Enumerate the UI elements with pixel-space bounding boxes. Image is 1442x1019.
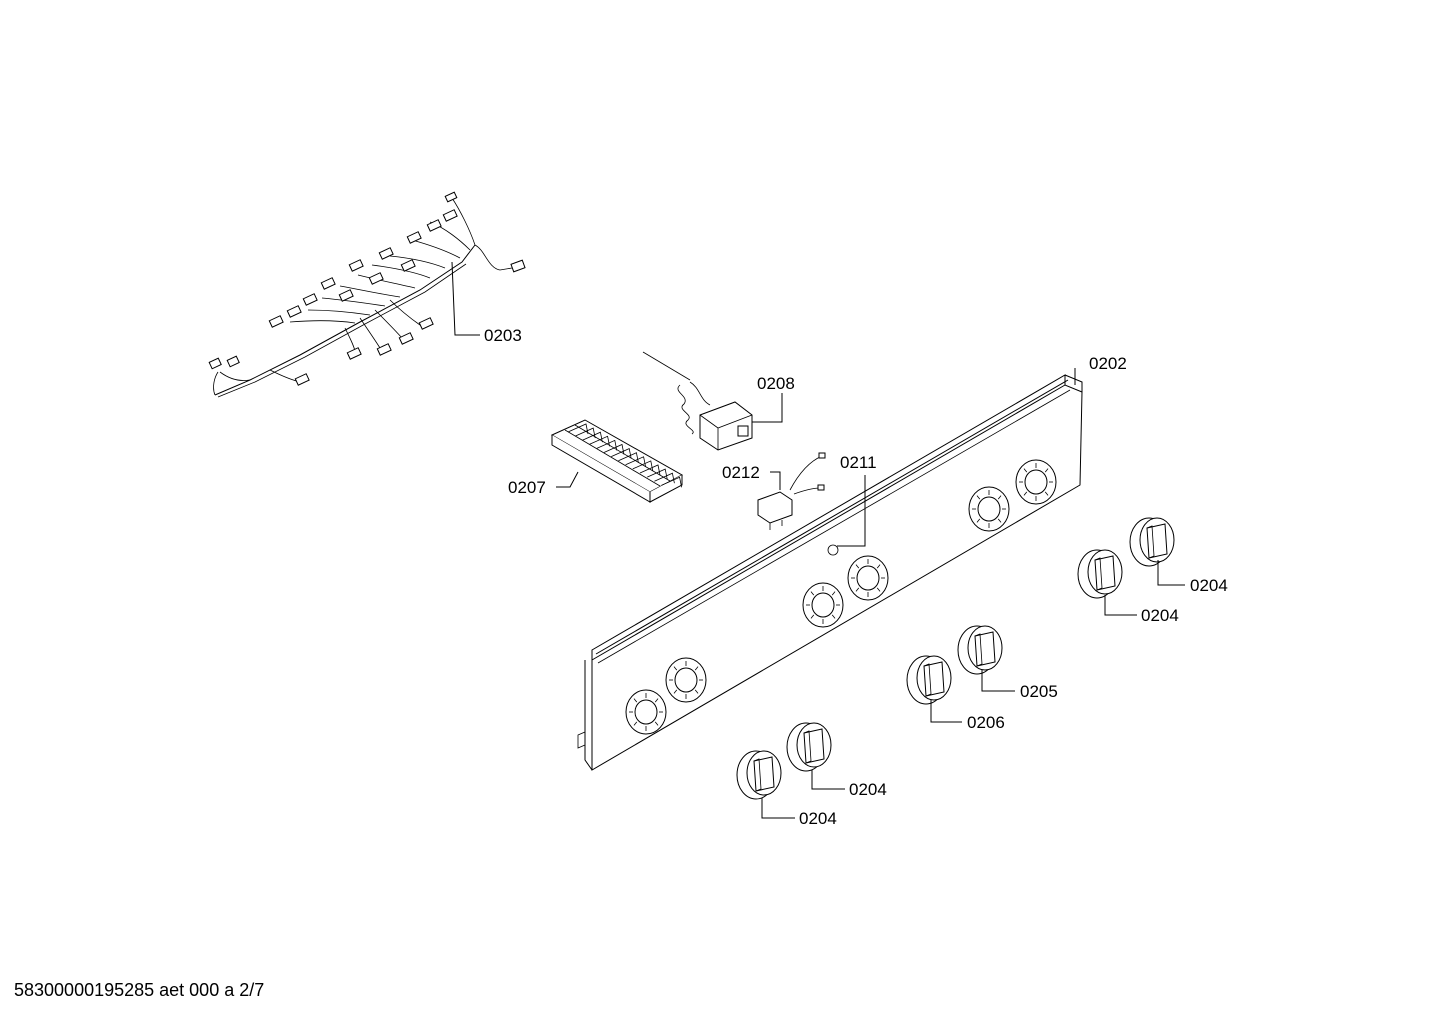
panel-knob-holes xyxy=(625,459,1057,735)
drawing-number: 58300000195285 aet 000 a 2/7 xyxy=(14,980,265,1000)
thermostat xyxy=(642,351,753,451)
callout-0207: 0207 xyxy=(508,478,546,497)
callout-0202: 0202 xyxy=(1089,354,1127,373)
knob xyxy=(736,750,782,800)
knob xyxy=(1077,549,1123,599)
callout-leader-0211 xyxy=(837,475,866,547)
callout-0205: 0205 xyxy=(1020,682,1058,701)
callout-0211: 0211 xyxy=(840,453,877,472)
control-panel xyxy=(577,374,1083,771)
terminal-contact xyxy=(661,476,682,488)
callout-leader-0207 xyxy=(556,471,579,488)
knob-hole xyxy=(1015,459,1057,505)
callout-0206: 0206 xyxy=(967,713,1005,732)
knob xyxy=(1129,517,1175,567)
terminal-block xyxy=(550,419,684,503)
callout-0208: 0208 xyxy=(757,374,795,393)
knob xyxy=(906,655,952,705)
callout-0204-right-upper: 0204 xyxy=(1190,576,1228,595)
knob-hole xyxy=(847,555,889,601)
callout-leader-0204b xyxy=(811,770,845,790)
knob-hole xyxy=(802,582,844,628)
callout-leader-0205 xyxy=(981,670,1015,692)
terminal-block-contacts xyxy=(567,423,682,488)
callout-leader-0208 xyxy=(752,393,783,423)
callout-0204-left-upper: 0204 xyxy=(849,780,887,799)
knob xyxy=(957,625,1003,675)
callout-0203: 0203 xyxy=(484,326,522,345)
callout-0204-left-lower: 0204 xyxy=(799,809,837,828)
control-knobs xyxy=(736,517,1175,800)
callout-0212: 0212 xyxy=(722,463,760,482)
callout-leader-0212 xyxy=(770,471,781,490)
sensor-switch xyxy=(757,452,826,530)
callout-leader-0203 xyxy=(451,261,480,336)
callout-leader-0204a xyxy=(761,798,795,819)
callout-0204-right-lower: 0204 xyxy=(1141,606,1179,625)
callout-leader-0204c xyxy=(1104,595,1137,616)
callout-leader-0204d xyxy=(1157,560,1185,586)
knob xyxy=(786,722,832,772)
knob-hole xyxy=(625,689,667,735)
knob-hole xyxy=(968,486,1010,532)
knob-hole xyxy=(665,657,707,703)
callout-leader-0206 xyxy=(930,700,962,723)
wiring-harness xyxy=(208,191,526,398)
